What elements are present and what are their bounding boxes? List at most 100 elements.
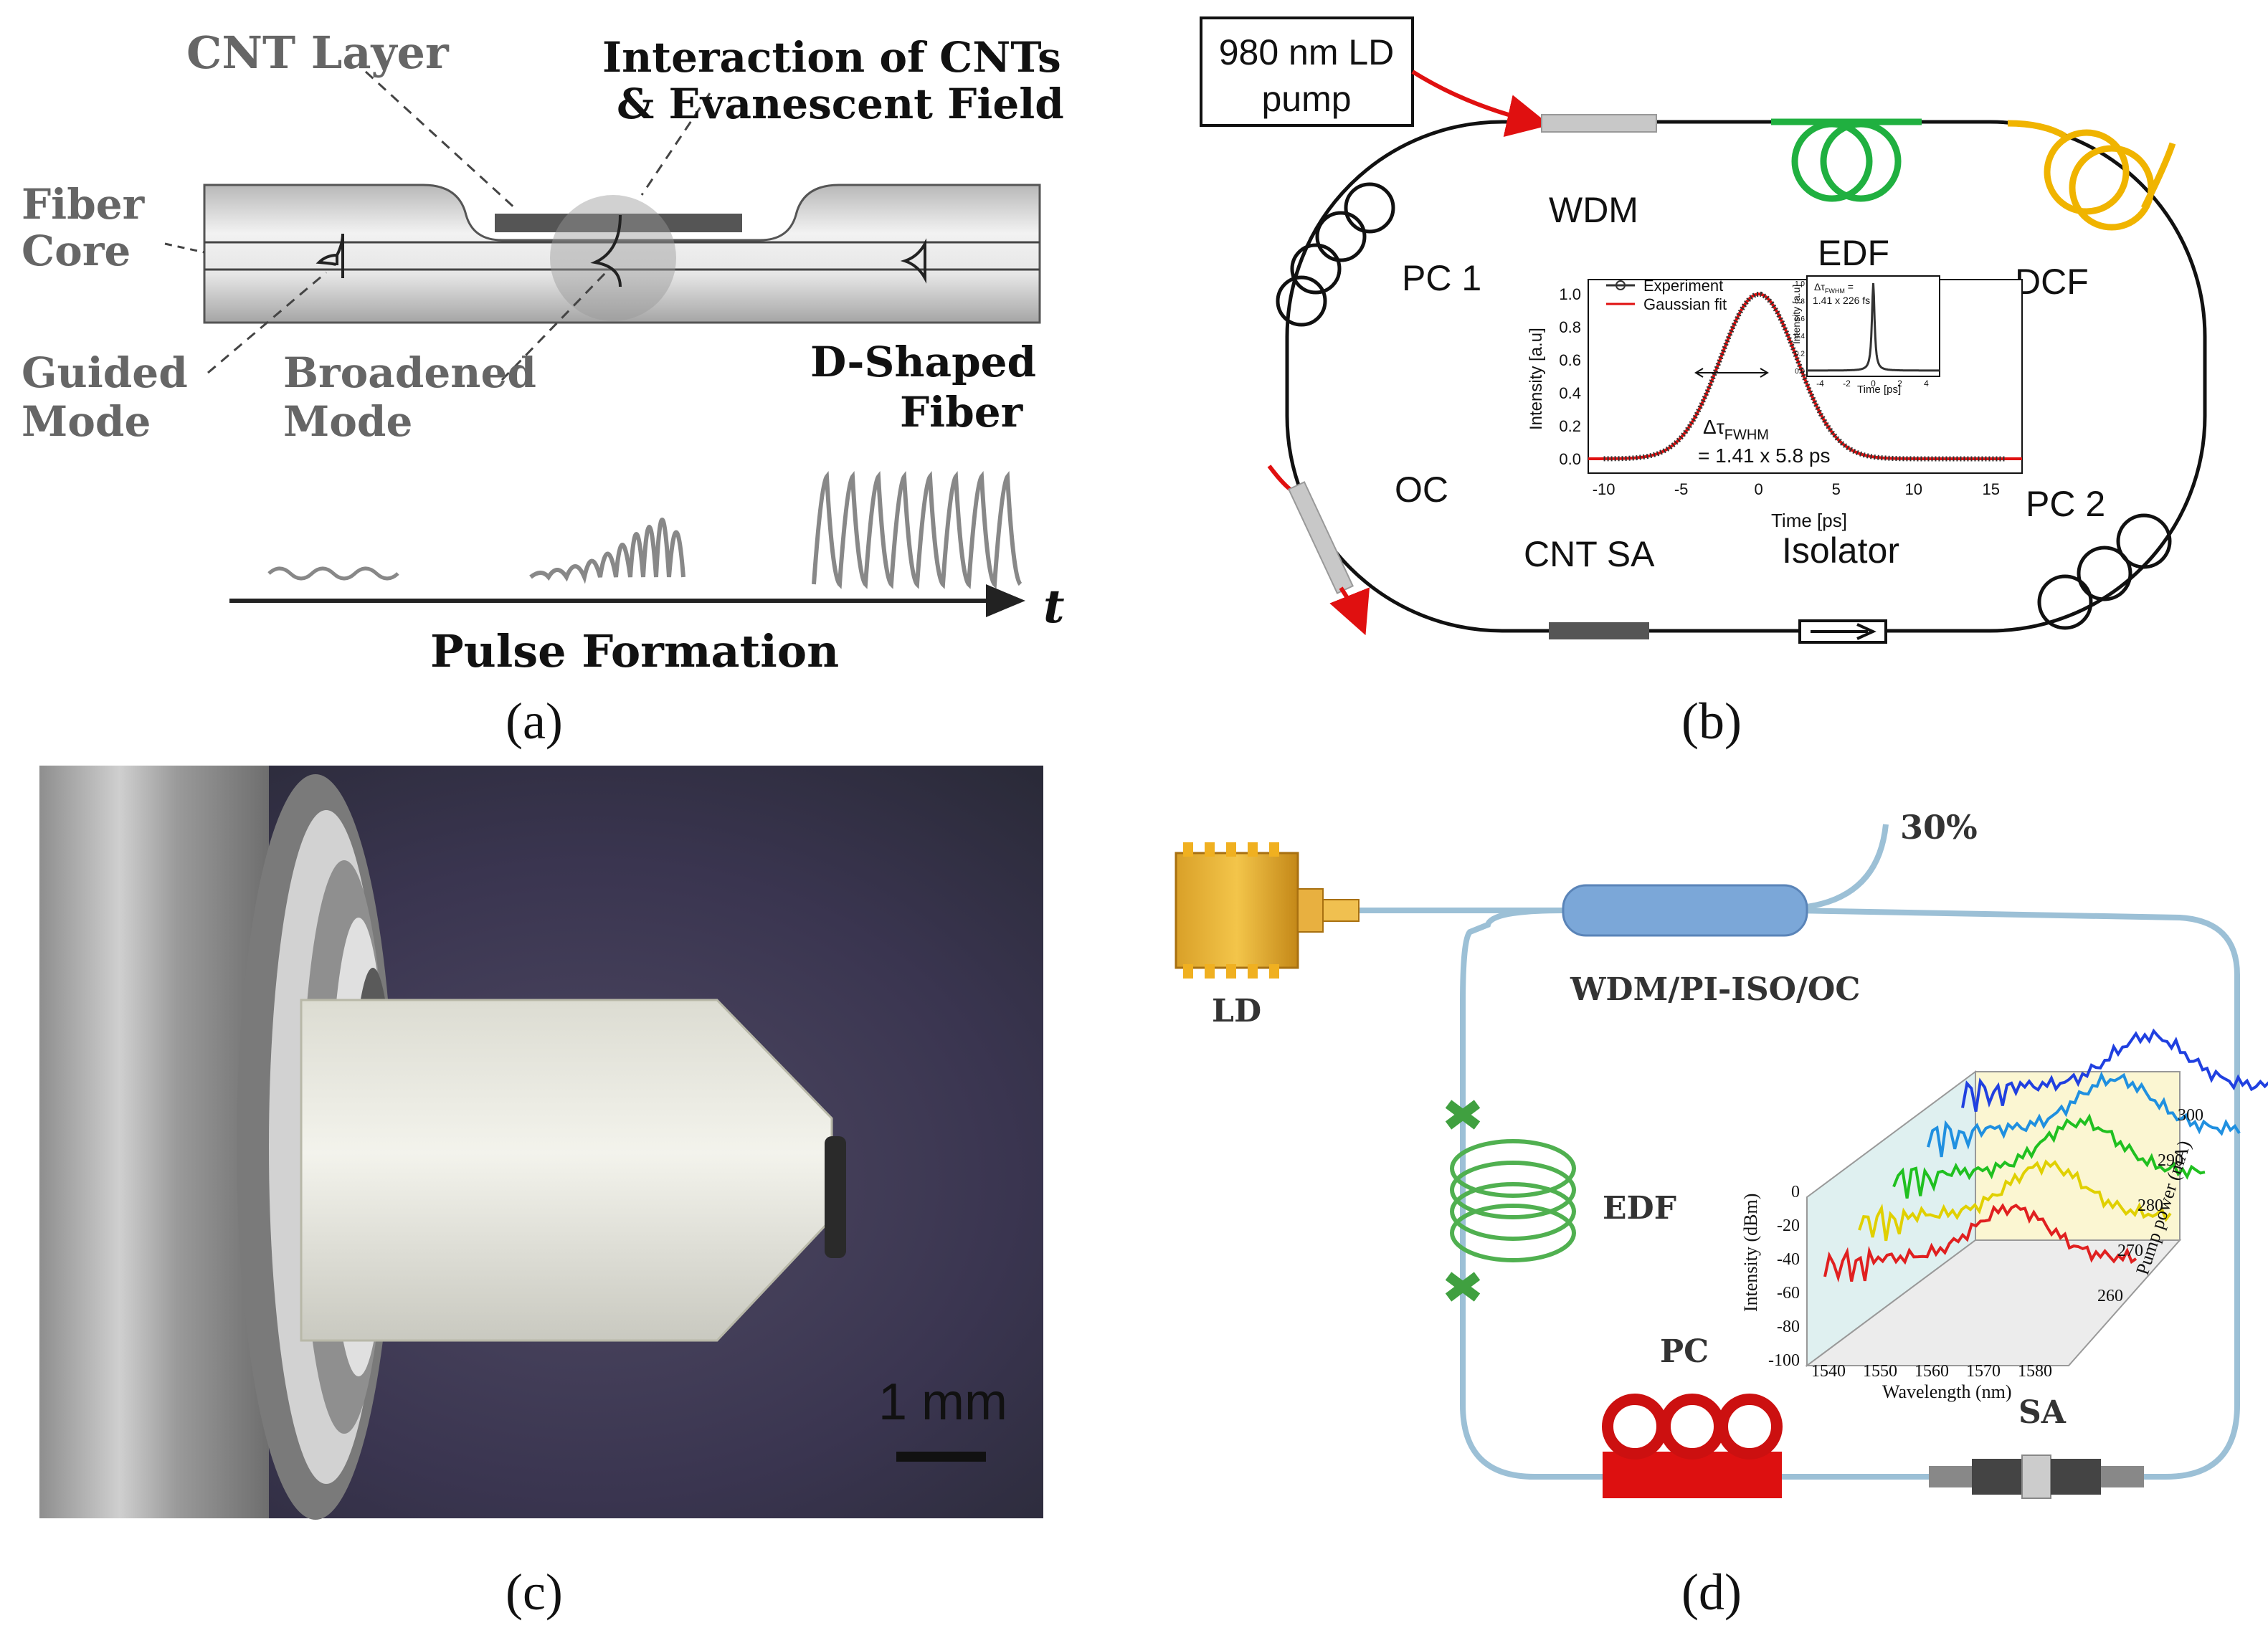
ld-label: LD [1212,993,1261,1029]
inset-xtick: 15 [1983,480,2000,498]
isolator-arrow-icon [1811,623,1876,640]
wdm-label: WDM [1549,190,1638,230]
edf-coil-d [1450,1139,1576,1262]
pc-paddles-d [1602,1394,1783,1498]
inset-legend-gaussian: Gaussian fit [1643,295,1727,313]
time-axis-arrow-icon [986,584,1025,617]
mode-locked-pulses [812,470,1023,589]
panel-d: 30% LD WDM/PI-ISO/OC EDF PC SA 0-20-40-6… [1175,808,2268,1499]
spectra-ztick: 290 [2158,1151,2183,1170]
pc2-label: PC 2 [2026,484,2105,524]
spectra-ztick: 260 [2097,1287,2123,1305]
dcf-coil [2007,120,2176,231]
cnt-sa-label: CNT SA [1524,534,1655,574]
broadened-mode-label-2: Mode [283,397,412,446]
panel-label-b: (b) [1681,692,1742,750]
cnt-sa-element [1549,622,1649,639]
mini-ytick: 0.6 [1795,315,1805,323]
pc1-label: PC 1 [1402,258,1481,298]
spectra-ytick: -60 [1777,1284,1800,1303]
inset-ytick: 1.0 [1559,285,1581,303]
panel-a: CNT Layer Interaction of CNTs & Evanesce… [7,7,1083,677]
fiber-core-label-1: Fiber [22,180,146,229]
spectra-ytick: -80 [1777,1318,1800,1336]
panel-label-a: (a) [506,692,563,750]
mini-delta-value: 1.41 x 226 fs [1813,295,1870,306]
pulse-formation-label: Pulse Formation [430,625,839,677]
inset-xtick: -5 [1674,480,1689,498]
spectrum-line [1892,1113,2206,1199]
spectra-xtick: 1570 [1966,1362,2001,1381]
pc1-paddles [1276,182,1395,327]
output-percent-label: 30% [1900,808,1978,847]
spectra-xtick: 1540 [1811,1362,1846,1381]
pump-fiber-red [1411,70,1550,137]
interaction-label-2: & Evanescent Field [617,80,1064,128]
dcf-label: DCF [2015,262,2089,302]
pump-box [1200,16,1414,127]
noise-waveform [267,566,399,581]
output-coupler [1267,465,1370,636]
isolator-label: Isolator [1782,530,1899,571]
guided-mode-label-1: Guided [22,348,188,397]
cnt-layer-label: CNT Layer [186,27,450,79]
pump-label-2: pump [1261,79,1351,119]
spectra-ytick: -40 [1777,1250,1800,1269]
spectra-ztick: 270 [2117,1242,2143,1260]
edf-coil [1771,118,1922,202]
mini-ytick: 1.0 [1795,280,1805,288]
inset-delta-value: = 1.41 x 5.8 ps [1698,444,1830,467]
interaction-label-1: Interaction of CNTs [602,33,1061,82]
mini-xtick: 2 [1897,379,1902,389]
oc-label: OC [1395,470,1448,510]
interaction-region [550,195,676,321]
inset-ylabel: Intensity [a.u] [1527,328,1546,430]
spectrum-line [1858,1159,2172,1242]
inset-xtick: 5 [1832,480,1841,498]
guided-mode-profile [315,233,344,278]
sa-label-d: SA [2018,1394,2067,1431]
guided-mode-label-2: Mode [22,397,151,446]
panel-label-d: (d) [1681,1563,1742,1621]
spectra-ytick: 0 [1791,1183,1800,1201]
sa-connector [1929,1455,2144,1499]
mini-ytick: 0.2 [1795,351,1805,358]
d-shaped-label-1: D-Shaped [810,338,1036,386]
fiber-core-label-2: Core [22,227,131,275]
mini-xtick: -4 [1816,379,1824,389]
spectra-ytick: -20 [1777,1217,1800,1235]
spectra-xtick: 1550 [1863,1362,1897,1381]
mini-ytick: 0.4 [1795,333,1805,341]
spectra-ztick: 280 [2137,1196,2163,1215]
inset-legend-experiment: Experiment [1643,277,1723,295]
inset-xtick: 0 [1755,480,1763,498]
inset-xtick: -10 [1593,480,1615,498]
spectra-xlabel: Wavelength (nm) [1882,1381,2012,1402]
scale-bar-label: 1 mm [878,1373,1007,1431]
wdm-coupler [1541,114,1657,133]
forming-pulses [529,518,685,584]
pc2-paddles [2037,513,2172,630]
spectra-ztick: 300 [2178,1106,2203,1125]
inset-delta-tau: ΔτFWHM [1703,416,1769,443]
broadened-mode-profile [590,214,622,287]
cnt-coated-tip [825,1136,846,1258]
d-shaped-fiber-body [203,184,1041,324]
scale-bar [896,1452,986,1462]
edf-label: EDF [1818,233,1889,273]
ld-module [1175,842,1360,979]
spectrum-line [1927,1071,2241,1158]
inset-ytick: 0.6 [1559,351,1581,369]
inset-ytick: 0.4 [1559,384,1581,402]
d-shaped-label-2: Fiber [900,388,1024,437]
mini-delta-tau: ΔτFWHM = [1814,281,1854,295]
mini-ytick: 0.8 [1795,297,1805,305]
fiber-ferrule [300,999,833,1342]
broadened-mode-label-1: Broadened [283,348,536,397]
inset-xtick: 10 [1905,480,1922,498]
inset-ytick: 0.2 [1559,417,1581,435]
